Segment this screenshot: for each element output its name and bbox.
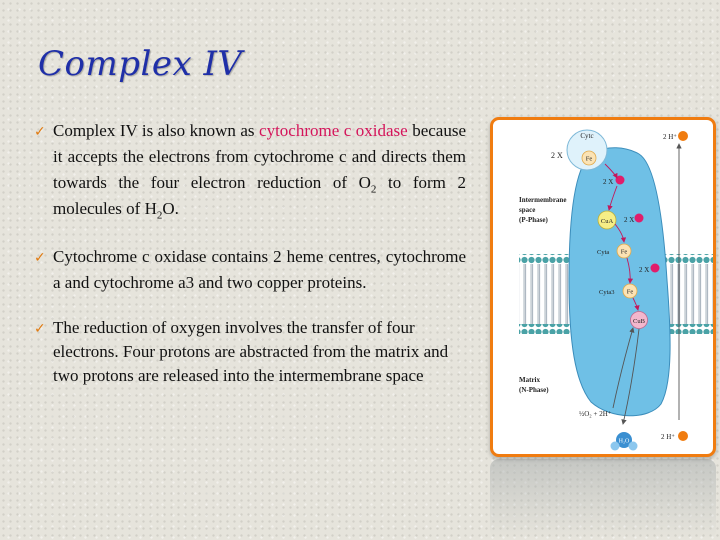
svg-text:Fe: Fe xyxy=(621,249,628,256)
electron-icon xyxy=(634,213,644,223)
cytc-label: Cytc xyxy=(580,132,593,140)
svg-text:CuA: CuA xyxy=(601,218,614,225)
electron-arrow xyxy=(626,257,634,284)
electron-arrow xyxy=(607,185,618,211)
water-molecule-icon: H₂O xyxy=(610,432,638,451)
proton-icon xyxy=(678,431,688,441)
highlight-term: cytochrome c oxidase xyxy=(259,121,408,140)
figure-card: Cytc Fe 2 X 2 X 2 X 2 X CuA Cyta Fe Cyta… xyxy=(490,117,716,457)
cyt-a3-label: Cyta3 xyxy=(599,289,615,296)
checkmark-icon: ✓ xyxy=(34,124,46,140)
svg-text:Fe: Fe xyxy=(627,289,634,296)
cu-a-center xyxy=(597,210,617,230)
bullet-list: ✓Complex IV is also known as cytochrome … xyxy=(34,118,466,388)
intermembrane-label: Intermembrane xyxy=(519,196,566,204)
proton-count-top: 2 H⁺ xyxy=(663,133,677,141)
checkmark-icon: ✓ xyxy=(34,250,46,266)
cyt-a-label: Cyta xyxy=(597,249,609,256)
water-arrow xyxy=(621,328,640,425)
svg-text:H₂O: H₂O xyxy=(619,439,630,445)
figure-reflection xyxy=(490,459,716,539)
electron-arrow xyxy=(632,297,640,311)
bullet-oxygen-reduction: ✓The reduction of oxygen involves the tr… xyxy=(34,318,449,385)
svg-text:2 X: 2 X xyxy=(624,216,634,224)
protein-complex xyxy=(568,147,671,417)
proton-count-bottom: 2 H⁺ xyxy=(661,433,675,441)
heme-fe-3 xyxy=(622,283,638,299)
svg-text:2 X: 2 X xyxy=(603,178,613,186)
svg-text:2 X: 2 X xyxy=(639,266,649,274)
cytochrome-c-circle xyxy=(566,129,608,171)
slide-title: Complex IV xyxy=(38,44,243,84)
oxygen-equation: ½O₂ + 2H⁺ xyxy=(579,410,612,418)
svg-text:Fe: Fe xyxy=(586,156,593,163)
matrix-label: Matrix xyxy=(519,376,540,384)
cu-b-center xyxy=(630,311,648,329)
svg-text:(P-Phase): (P-Phase) xyxy=(519,216,548,224)
bullet-cytochrome-oxidase: ✓Complex IV is also known as cytochrome … xyxy=(34,121,466,222)
complex-iv-diagram: Cytc Fe 2 X 2 X 2 X 2 X CuA Cyta Fe Cyta… xyxy=(519,129,713,451)
checkmark-icon: ✓ xyxy=(34,321,46,337)
oxygen-arrow xyxy=(612,327,635,409)
svg-text:(N-Phase): (N-Phase) xyxy=(519,386,549,394)
electron-arrow xyxy=(604,163,618,179)
heme-fe-2 xyxy=(616,243,632,259)
electron-count-top: 2 X xyxy=(551,151,563,160)
proton-icon xyxy=(678,131,688,141)
electron-icon xyxy=(650,263,660,273)
electron-icon xyxy=(615,175,625,185)
svg-text:space: space xyxy=(519,206,535,214)
svg-text:CuB: CuB xyxy=(633,318,646,325)
heme-fe-1 xyxy=(581,150,597,166)
complex-iv-figure: Cytc Fe 2 X 2 X 2 X 2 X CuA Cyta Fe Cyta… xyxy=(490,117,716,539)
bullet-heme-centres: ✓Cytochrome c oxidase contains 2 heme ce… xyxy=(34,247,466,292)
electron-arrow xyxy=(614,223,627,243)
